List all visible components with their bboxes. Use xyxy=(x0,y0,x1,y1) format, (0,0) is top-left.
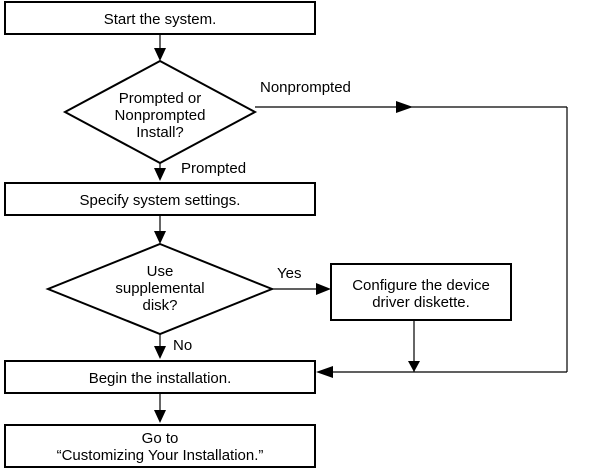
configure-line-2: driver diskette. xyxy=(372,294,470,311)
goto-line-2: “Customizing Your Installation.” xyxy=(57,447,264,464)
disk-decision-line-3: disk? xyxy=(142,297,177,314)
install-decision-line-1: Prompted or xyxy=(119,90,202,107)
nonprompted-label: Nonprompted xyxy=(260,79,351,96)
disk-decision-line-2: supplemental xyxy=(115,280,204,297)
disk-decision-line-1: Use xyxy=(147,263,174,280)
specify-settings-label: Specify system settings. xyxy=(80,192,241,209)
no-label: No xyxy=(173,337,192,354)
start-system-box: Start the system. xyxy=(4,1,316,35)
no-path: No xyxy=(154,334,192,359)
goto-line-1: Go to xyxy=(142,430,179,447)
yes-label: Yes xyxy=(277,265,301,282)
arrow-start-to-install-decision xyxy=(154,34,166,61)
begin-installation-label: Begin the installation. xyxy=(89,370,232,387)
specify-settings-box: Specify system settings. xyxy=(4,182,316,216)
goto-customizing-box: Go to “Customizing Your Installation.” xyxy=(4,424,316,468)
configure-diskette-box: Configure the device driver diskette. xyxy=(330,263,512,321)
configure-line-1: Configure the device xyxy=(352,277,490,294)
join-into-begin-arrow xyxy=(316,366,567,378)
install-decision-line-3: Install? xyxy=(136,124,184,141)
configure-to-begin-path xyxy=(408,320,420,372)
supplemental-disk-decision: Use supplemental disk? xyxy=(45,242,275,336)
start-system-label: Start the system. xyxy=(104,11,217,28)
begin-installation-box: Begin the installation. xyxy=(4,360,316,394)
arrow-specify-to-disk-decision xyxy=(154,215,166,244)
prompted-label: Prompted xyxy=(181,160,246,177)
prompted-path: Prompted xyxy=(154,160,246,181)
nonprompted-path: Nonprompted xyxy=(255,79,568,372)
install-type-decision: Prompted or Nonprompted Install? xyxy=(62,59,258,165)
arrow-begin-to-goto xyxy=(154,393,166,423)
install-decision-line-2: Nonprompted xyxy=(115,107,206,124)
yes-path: Yes xyxy=(272,265,331,295)
